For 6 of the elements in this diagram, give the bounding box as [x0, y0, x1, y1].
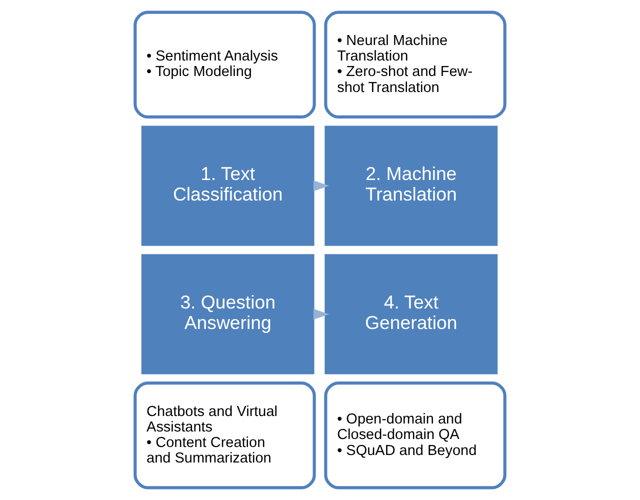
node-box: Chatbots and Virtual Assistants • Content Creation and Summarization	[134, 382, 316, 490]
node-box: 2. Machine Translation	[324, 126, 498, 246]
node-box: • Sentiment Analysis • Topic Modeling	[134, 10, 316, 118]
node-box: 4. Text Generation	[324, 254, 498, 374]
node-box: • Open-domain and Closed-domain QA • SQuAD and Beyond	[324, 382, 506, 490]
node-box: • Neural Machine Translation • Zero-shot and Few-shot Translation	[324, 10, 506, 118]
